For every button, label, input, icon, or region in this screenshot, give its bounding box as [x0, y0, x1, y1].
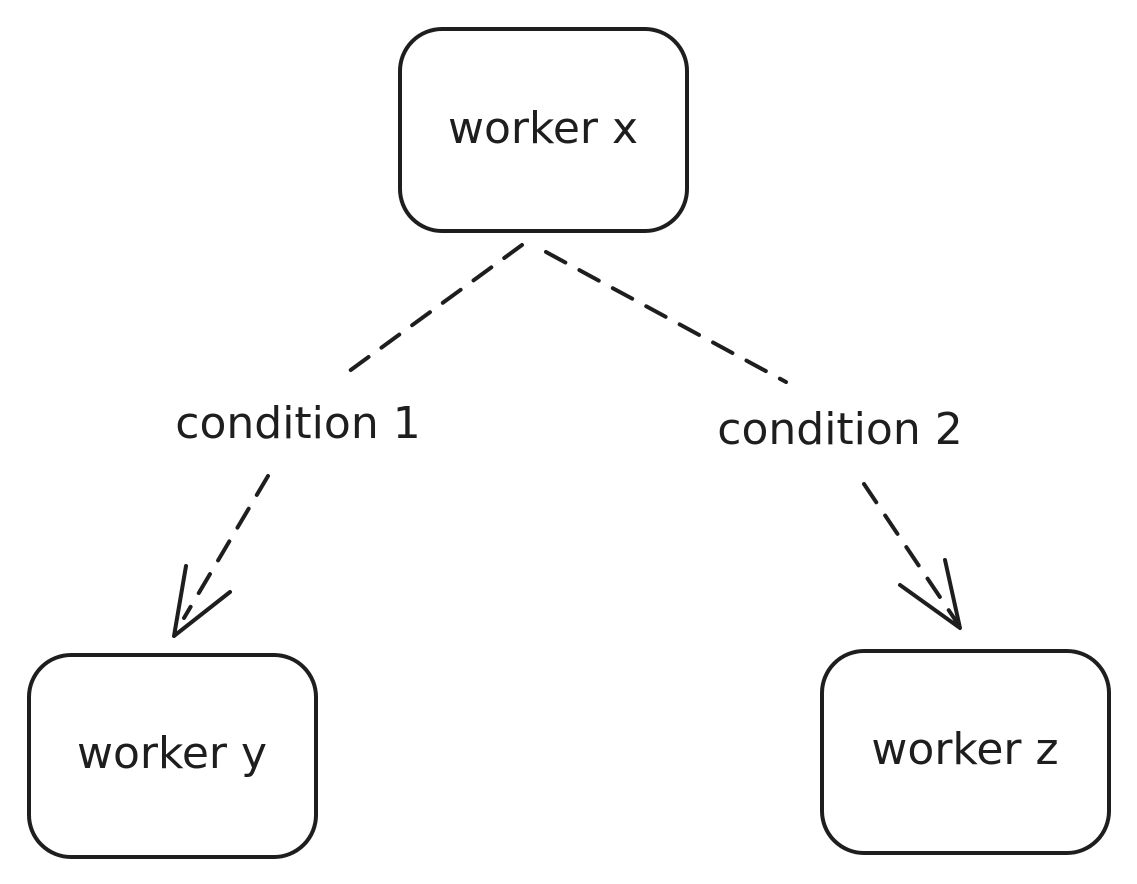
- edge-x-to-z[interactable]: [544, 250, 962, 630]
- edge-x-to-z-line: [544, 250, 788, 384]
- edge-x-to-z-line-lower: [862, 482, 960, 626]
- edge-label-condition-1: condition 1: [175, 398, 420, 449]
- node-worker-z-label: worker z: [871, 724, 1058, 775]
- node-worker-x-box: [398, 27, 689, 233]
- edge-x-to-z-arrowhead: [898, 558, 962, 630]
- node-worker-z-box: [820, 649, 1111, 855]
- edge-x-to-y-arrowhead: [172, 564, 232, 638]
- node-worker-y-label: worker y: [77, 728, 267, 779]
- node-worker-z[interactable]: worker z: [820, 649, 1111, 855]
- edge-x-to-y-line-lower: [182, 474, 270, 620]
- node-worker-x[interactable]: worker x: [398, 27, 689, 233]
- edge-x-to-y-line: [346, 243, 524, 374]
- node-worker-y[interactable]: worker y: [27, 653, 318, 859]
- node-worker-y-box: [27, 653, 318, 859]
- edge-x-to-y[interactable]: [172, 243, 524, 638]
- node-worker-x-label: worker x: [448, 103, 638, 154]
- edge-label-condition-2: condition 2: [717, 404, 962, 455]
